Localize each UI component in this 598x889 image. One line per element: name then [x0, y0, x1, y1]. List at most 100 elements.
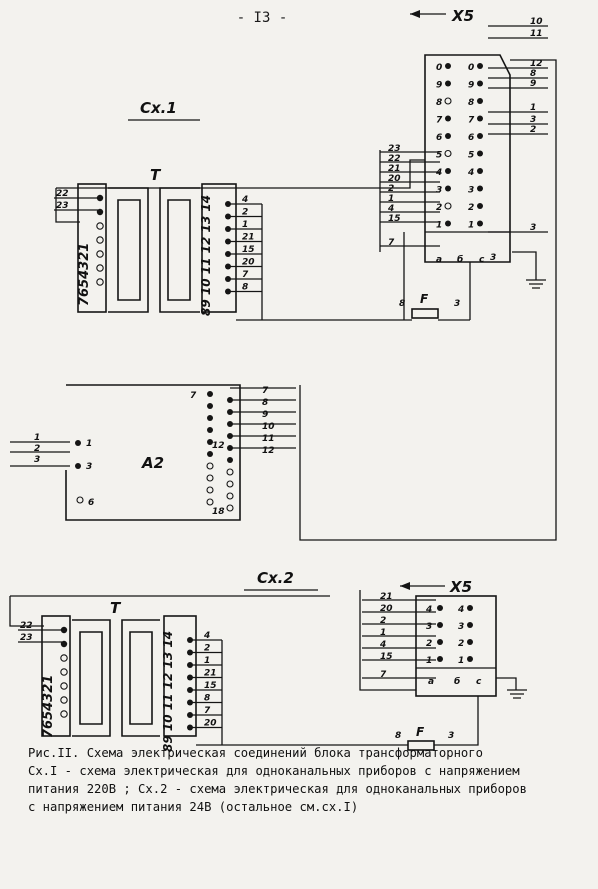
connector-pin: [477, 185, 483, 192]
module-right-label: 8: [262, 398, 268, 408]
connector-pin-number: 2: [468, 203, 474, 213]
primary-pin: [96, 278, 104, 286]
connector-pin-number: 0: [436, 63, 442, 73]
connector-pin-number: 3: [426, 622, 432, 632]
module-pin: [207, 439, 213, 445]
connector-pin: [445, 115, 451, 122]
primary-wire-label: 23: [20, 633, 33, 643]
connector-left-label: 20: [388, 174, 401, 184]
connector-pin: [445, 80, 451, 87]
module-pin: [226, 468, 234, 476]
secondary-wire-label: 1: [204, 656, 210, 666]
scheme1-ground-icon: [512, 251, 546, 289]
module-right-label: 12: [262, 446, 275, 456]
secondary-pin-numbers: 89 10 11 12 13 14: [199, 195, 213, 316]
connector-pin-number: 3: [458, 622, 464, 632]
module-right-label: 11: [262, 434, 275, 444]
secondary-wire-label: 1: [242, 220, 248, 230]
module-pin-number: 12: [212, 441, 225, 451]
connector-pin: [477, 133, 483, 139]
connector-column-label: a: [436, 255, 442, 265]
primary-pin: [96, 236, 104, 244]
module-pin: [75, 463, 81, 469]
primary-pin: [60, 710, 68, 718]
scheme1-fuse-label: F: [420, 292, 429, 306]
connector-pin-number: 4: [425, 605, 432, 615]
connector-pin: [477, 63, 483, 69]
connector-pin-number: 4: [457, 605, 464, 615]
module-pin: [206, 498, 214, 506]
connector-left-label: 20: [380, 604, 393, 614]
connector-right-label: 12: [530, 59, 543, 69]
figure-caption: Рис.II. Схема электрическая соединений б…: [28, 744, 588, 816]
module-pin: [226, 480, 234, 488]
connector-pin: [477, 80, 483, 87]
connector-left-label: 1: [388, 194, 394, 204]
scheme1-connector-body: [424, 54, 511, 263]
secondary-wire-label: 2: [204, 644, 210, 654]
scheme1-arrow-head: [410, 10, 420, 18]
connector-left-label: 7: [380, 670, 387, 680]
scheme2-title: Сх.2: [257, 569, 294, 587]
primary-pin: [60, 640, 68, 648]
connector-pin: [437, 605, 443, 611]
primary-wire-label: 23: [56, 201, 69, 211]
connector-right-label: 8: [530, 69, 536, 79]
scheme2-connector-label: X5: [449, 578, 472, 596]
scheme2-transformer-primary-strip: [41, 615, 71, 737]
scheme1-connector-label: X5: [451, 7, 474, 25]
secondary-wire-label: 2: [242, 208, 248, 218]
connector-pin: [477, 150, 483, 157]
module-pin: [227, 457, 233, 463]
connector-column-label: с: [479, 255, 485, 265]
connector-pin-number: 8: [468, 98, 474, 108]
scheme2-fuse-left-label: 8: [395, 731, 401, 741]
scheme1-fuse: F 8 3: [399, 292, 460, 319]
connector-pin-number: 5: [468, 151, 474, 161]
module-pin: [207, 415, 213, 421]
scheme1-transformer-secondary-strip: [201, 183, 237, 313]
connector-right-label: 2: [530, 125, 536, 135]
scheme1-module-label: A2: [141, 454, 164, 472]
primary-pin: [60, 668, 68, 676]
module-right-label: 7: [262, 386, 269, 396]
connector-column-label: с: [476, 677, 482, 687]
connector-pin-number: 8: [436, 98, 442, 108]
connector-pin-number: 6: [436, 133, 442, 143]
secondary-wire-label: 15: [204, 681, 217, 691]
secondary-wire-label: 4: [241, 195, 248, 205]
connector-pin: [445, 63, 451, 69]
secondary-wire-label: 8: [204, 694, 210, 704]
connector-right-label: 10: [530, 17, 543, 27]
connector-pin: [445, 185, 451, 192]
scheme2-transformer-secondary-strip: [163, 615, 197, 737]
connector-column-label: б: [457, 254, 463, 265]
connector-left-label: 2: [380, 616, 386, 626]
primary-pin: [96, 264, 104, 272]
connector-pin: [467, 639, 473, 645]
primary-pin: [60, 696, 68, 704]
secondary-wire-label: 21: [242, 233, 255, 243]
connector-pin-number: 1: [468, 221, 474, 231]
module-pin-number: 7: [190, 391, 197, 401]
connector-pin: [444, 149, 452, 158]
module-pin: [206, 474, 214, 482]
scheme1-title: Сх.1: [140, 99, 177, 117]
connector-left-label: 1: [380, 628, 386, 638]
connector-pin: [445, 168, 451, 174]
connector-right-label: 1: [530, 103, 536, 113]
connector-pin: [437, 656, 443, 662]
primary-pin: [60, 626, 68, 634]
connector-pin-number: 6: [468, 133, 474, 143]
module-pin-number: 1: [86, 439, 92, 449]
primary-pin: [60, 654, 68, 662]
connector-pin-number: 9: [436, 81, 442, 91]
connector-left-label: 15: [388, 214, 401, 224]
primary-pin-numbers: 7654321: [41, 675, 56, 738]
connector-pin-number: 0: [468, 63, 474, 73]
connector-pin: [467, 622, 473, 628]
scheme2-arrow-head: [400, 582, 410, 590]
